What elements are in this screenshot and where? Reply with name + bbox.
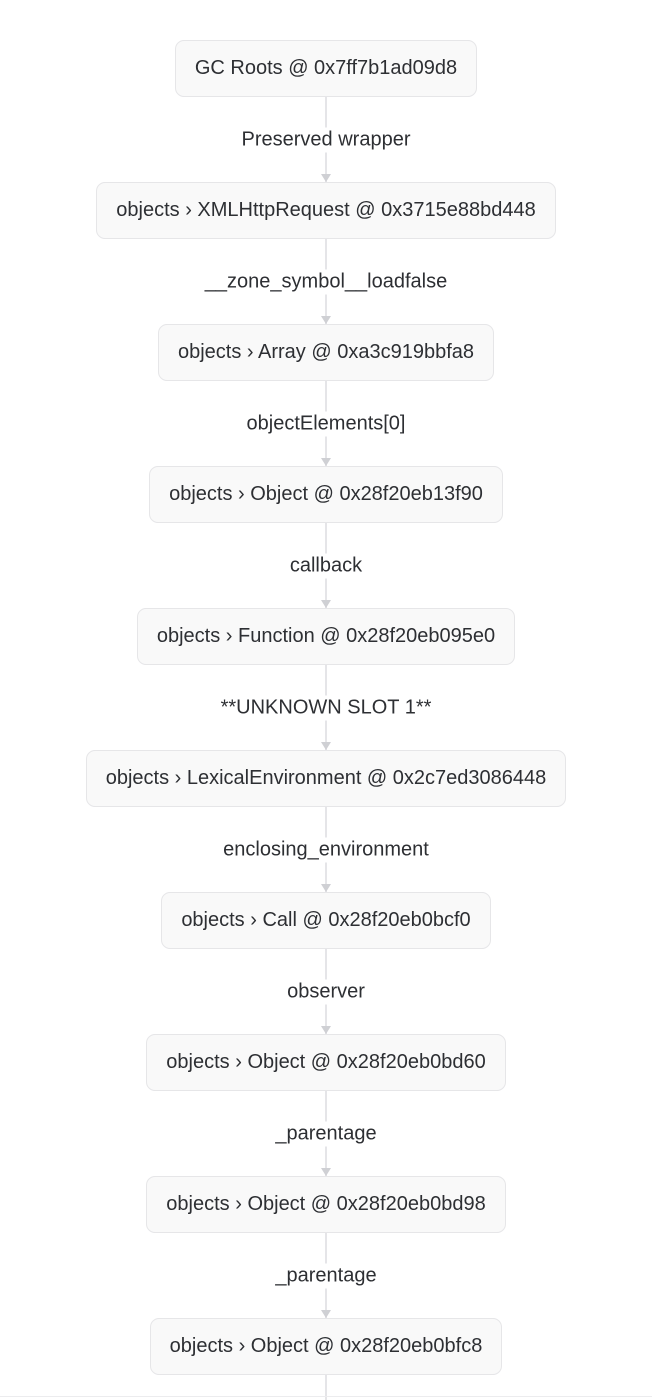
edge-label: _parentage — [266, 1121, 386, 1146]
graph-edge-continuation — [0, 1375, 652, 1400]
graph-edge: enclosing_environment — [0, 807, 652, 892]
edge-label: enclosing_environment — [214, 837, 438, 862]
graph-edge: callback — [0, 523, 652, 608]
node-array[interactable]: objects › Array @ 0xa3c919bbfa8 — [157, 324, 495, 381]
edge-label: _parentage — [266, 1263, 386, 1288]
arrow-down-icon — [321, 316, 331, 324]
graph-edge: observer — [0, 949, 652, 1034]
node-xmlhttprequest[interactable]: objects › XMLHttpRequest @ 0x3715e88bd44… — [96, 182, 556, 239]
edge-label: **UNKNOWN SLOT 1** — [211, 695, 441, 720]
bottom-divider — [0, 1396, 652, 1397]
node-label: objects › Call @ 0x28f20eb0bcf0 — [181, 909, 471, 931]
node-object-13f90[interactable]: objects › Object @ 0x28f20eb13f90 — [149, 466, 503, 523]
node-object-0bfc8[interactable]: objects › Object @ 0x28f20eb0bfc8 — [149, 1318, 503, 1375]
arrow-down-icon — [321, 174, 331, 182]
graph-edge: _parentage — [0, 1091, 652, 1176]
node-function[interactable]: objects › Function @ 0x28f20eb095e0 — [136, 608, 516, 665]
node-label: objects › XMLHttpRequest @ 0x3715e88bd44… — [116, 199, 536, 221]
graph-edge: objectElements[0] — [0, 381, 652, 466]
arrow-down-icon — [321, 884, 331, 892]
arrow-down-icon — [321, 1026, 331, 1034]
edge-label: objectElements[0] — [237, 411, 415, 436]
node-object-0bd98[interactable]: objects › Object @ 0x28f20eb0bd98 — [146, 1176, 506, 1233]
node-lexicalenvironment[interactable]: objects › LexicalEnvironment @ 0x2c7ed30… — [85, 750, 567, 807]
arrow-down-icon — [321, 1168, 331, 1176]
node-label: objects › Function @ 0x28f20eb095e0 — [156, 625, 496, 647]
node-label: objects › Object @ 0x28f20eb0bd60 — [166, 1051, 486, 1073]
arrow-down-icon — [321, 742, 331, 750]
node-label: objects › Object @ 0x28f20eb13f90 — [169, 483, 483, 505]
node-call[interactable]: objects › Call @ 0x28f20eb0bcf0 — [161, 892, 491, 949]
graph-edge: **UNKNOWN SLOT 1** — [0, 665, 652, 750]
edge-label: __zone_symbol__loadfalse — [195, 269, 457, 294]
edge-label: observer — [278, 979, 374, 1004]
graph-edge: __zone_symbol__loadfalse — [0, 239, 652, 324]
edge-line — [325, 1375, 327, 1400]
edge-label: callback — [280, 553, 372, 578]
graph-edge: _parentage — [0, 1233, 652, 1318]
edge-label: Preserved wrapper — [232, 127, 420, 152]
node-gc-roots[interactable]: GC Roots @ 0x7ff7b1ad09d8 — [174, 40, 478, 97]
arrow-down-icon — [321, 600, 331, 608]
node-label: objects › Object @ 0x28f20eb0bfc8 — [169, 1335, 483, 1357]
graph-edge: Preserved wrapper — [0, 97, 652, 182]
node-label: objects › Object @ 0x28f20eb0bd98 — [166, 1193, 486, 1215]
arrow-down-icon — [321, 458, 331, 466]
node-label: objects › Array @ 0xa3c919bbfa8 — [177, 341, 475, 363]
node-label: GC Roots @ 0x7ff7b1ad09d8 — [194, 57, 458, 79]
node-label: objects › LexicalEnvironment @ 0x2c7ed30… — [105, 767, 547, 789]
node-object-0bd60[interactable]: objects › Object @ 0x28f20eb0bd60 — [146, 1034, 506, 1091]
arrow-down-icon — [321, 1310, 331, 1318]
